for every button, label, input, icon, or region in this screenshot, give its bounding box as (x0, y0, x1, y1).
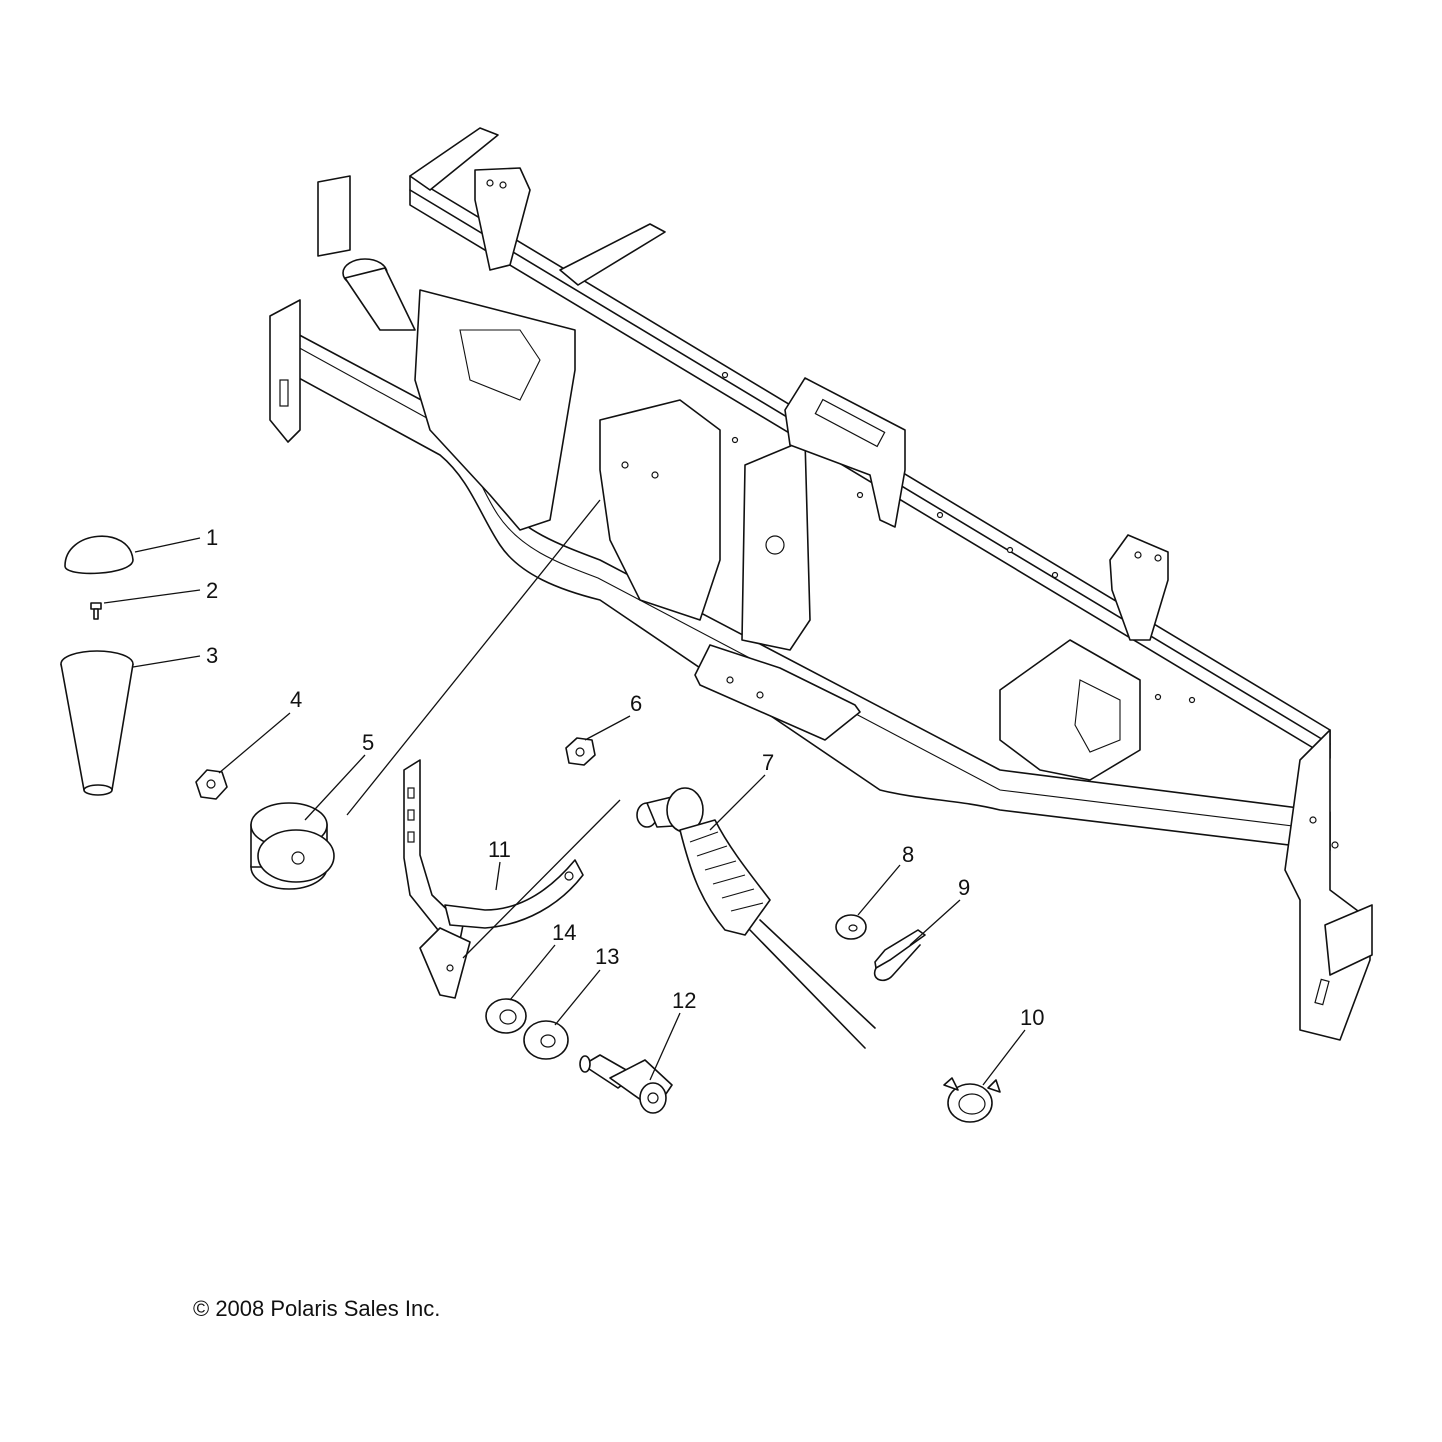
callout-2: 2 (206, 578, 218, 603)
part-washer-13 (523, 1020, 569, 1060)
part-shift-lever (403, 759, 584, 999)
part-hitch-pin-clip (873, 929, 926, 982)
callout-4: 4 (290, 687, 302, 712)
part-cable-clamp (943, 1077, 1001, 1123)
frame-assembly (269, 127, 1373, 1041)
part-nut-6 (565, 737, 596, 766)
callout-12: 12 (672, 988, 696, 1013)
part-shift-boot-cable (636, 787, 876, 1049)
part-washer-14 (485, 998, 527, 1034)
callout-13: 13 (595, 944, 619, 969)
callout-9: 9 (958, 875, 970, 900)
part-small-screw (90, 602, 102, 620)
copyright-notice: © 2008 Polaris Sales Inc. (193, 1296, 440, 1321)
callout-1: 1 (206, 525, 218, 550)
part-nut-4 (195, 769, 228, 800)
leader-lines (103, 499, 1026, 1086)
callout-labels: 1 2 3 4 5 6 7 8 9 10 11 12 13 14 (206, 525, 1044, 1030)
part-shoulder-bolt (579, 1054, 673, 1114)
callout-8: 8 (902, 842, 914, 867)
part-washer-8 (835, 914, 867, 940)
callout-7: 7 (762, 750, 774, 775)
callout-3: 3 (206, 643, 218, 668)
callout-11: 11 (488, 837, 511, 862)
callout-14: 14 (552, 920, 576, 945)
part-knob-cap (64, 535, 134, 575)
part-shift-knob (60, 650, 134, 796)
callout-5: 5 (362, 730, 374, 755)
callout-10: 10 (1020, 1005, 1044, 1030)
part-bumper-block (250, 802, 335, 890)
callout-6: 6 (630, 691, 642, 716)
